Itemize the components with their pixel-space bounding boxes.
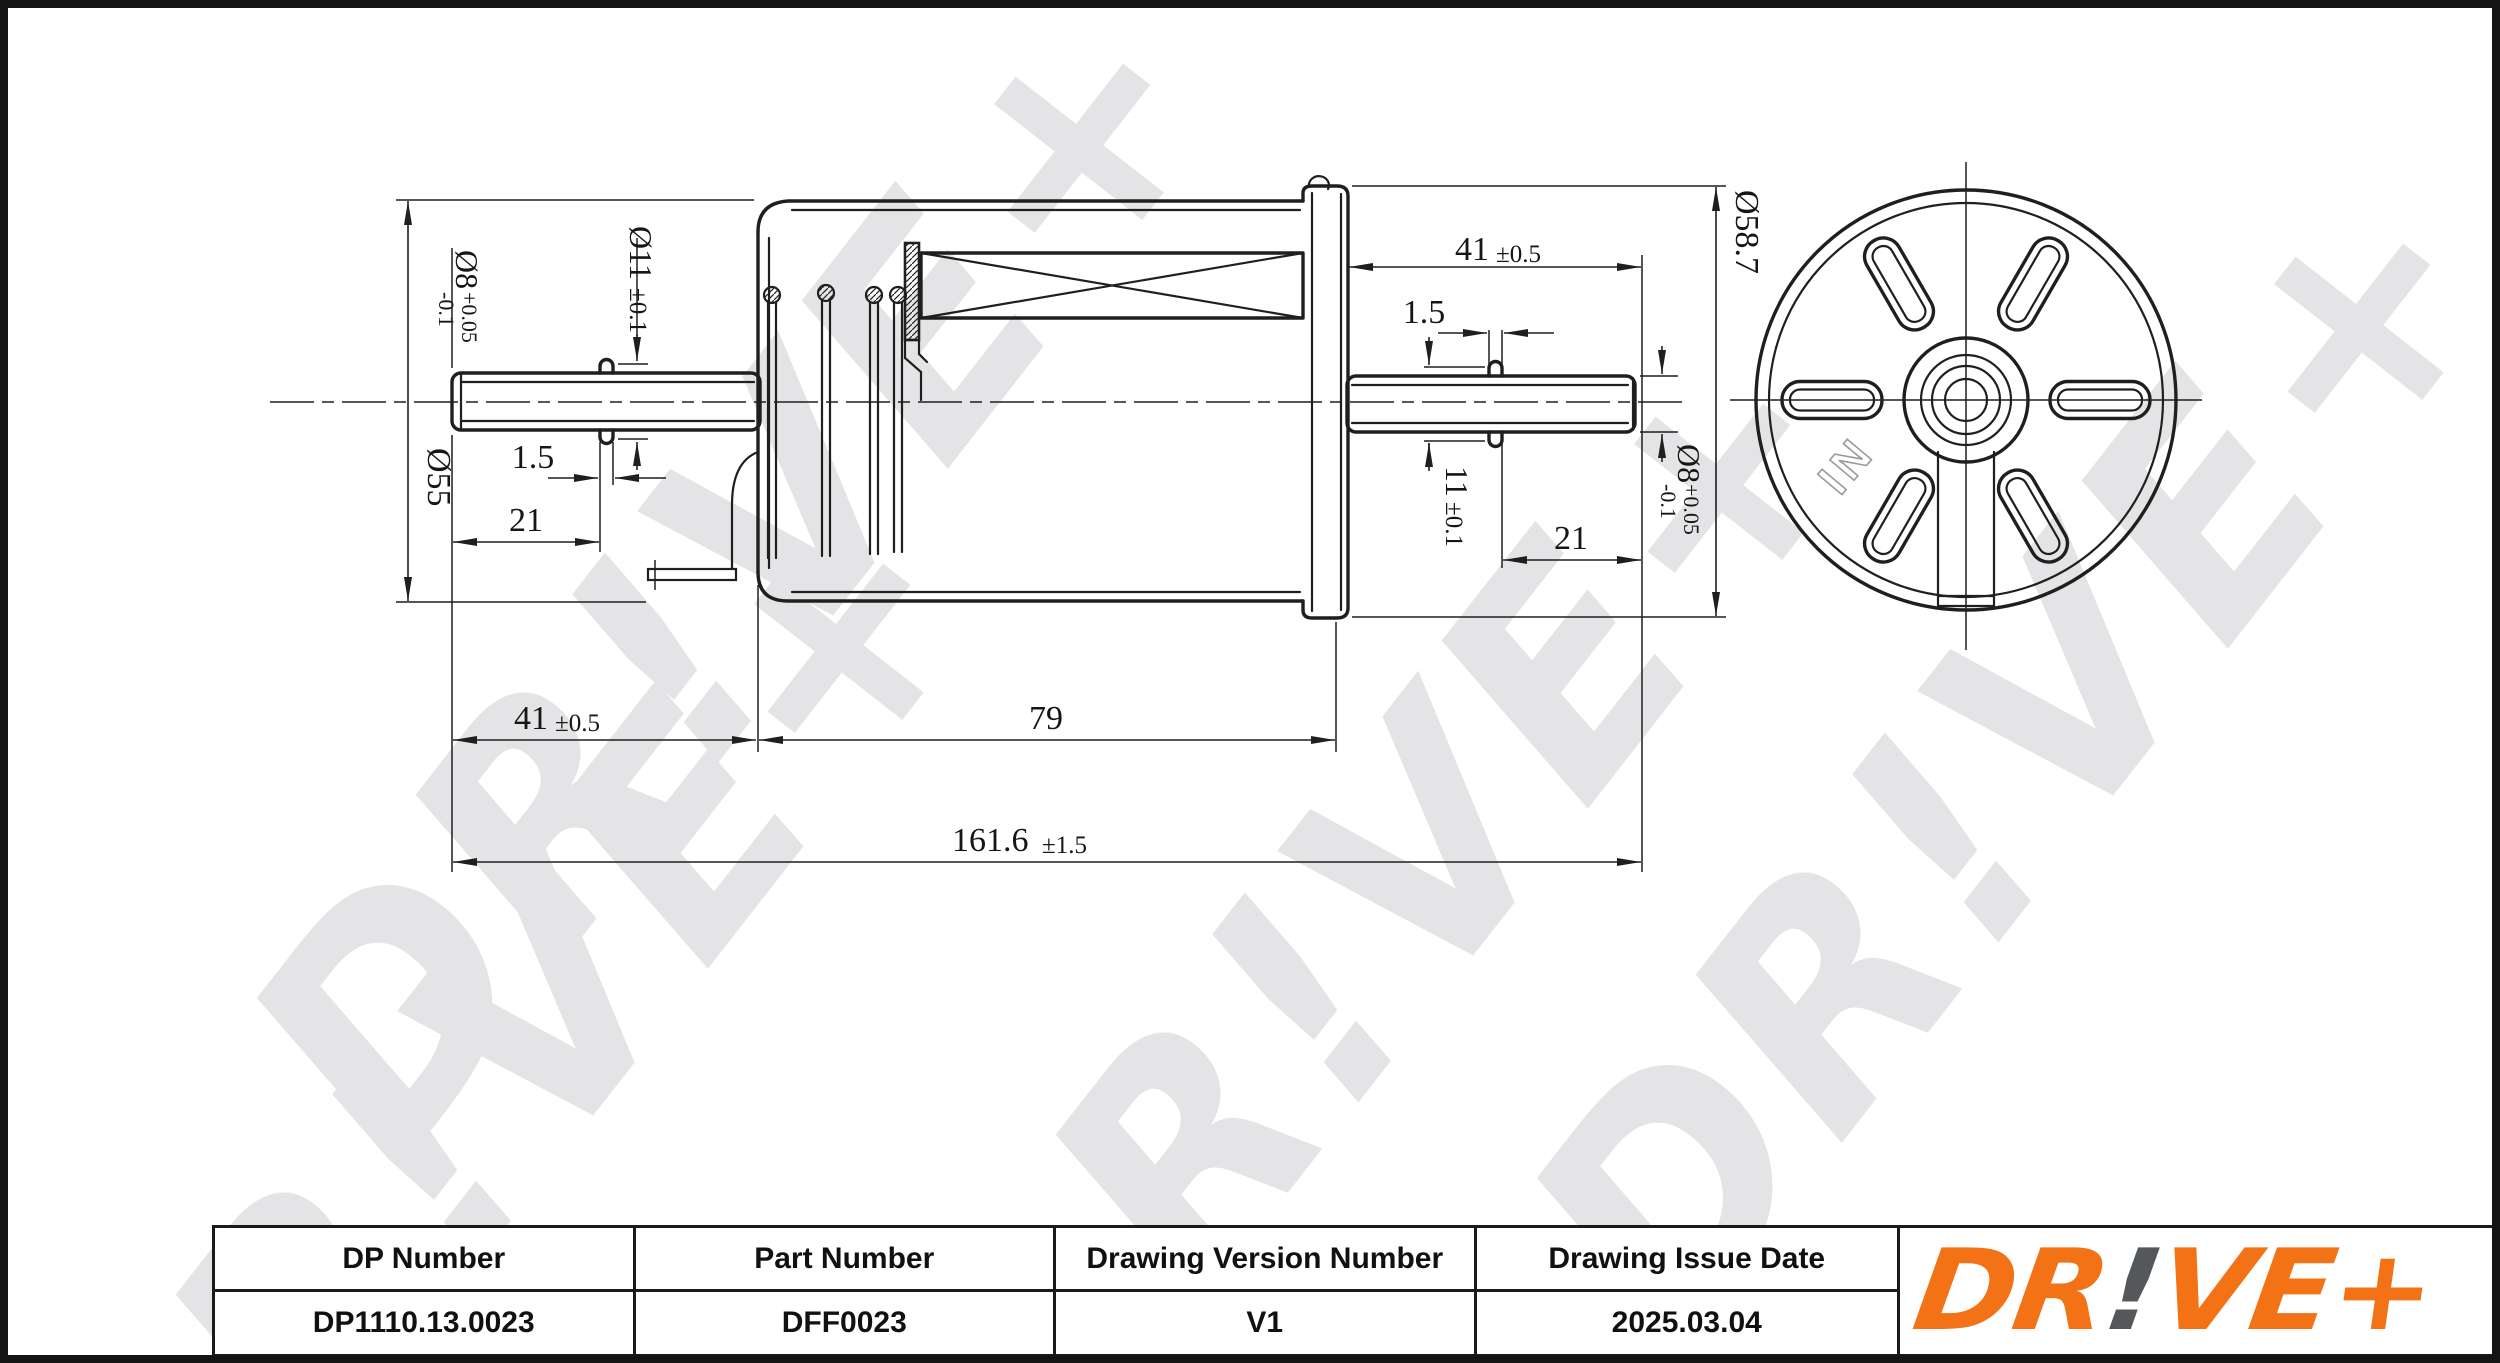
dim-top-right-length: 41 ±0.5 (1349, 231, 1643, 872)
dim-label: 1.5 (1403, 294, 1446, 331)
dim-right-port-od: Ø8 +0.05 -0.1 (1640, 346, 1707, 535)
dim-label: 41 (1455, 231, 1489, 268)
filter-element (903, 241, 1305, 402)
dim-label: 1.5 (512, 439, 555, 476)
dim-right-collar-od: 11 ±0.1 (1424, 337, 1485, 547)
logo-part-ve: VE (2149, 1226, 2341, 1356)
dim-bottom-left-length: 41 ±0.5 (451, 552, 759, 872)
dim-left-collar-width: 1.5 (512, 439, 666, 485)
dim-left-port-od: Ø8 +0.05 -0.1 (434, 248, 485, 368)
dim-label: Ø58.7 (1728, 190, 1765, 274)
title-block-value-issue-date: 2025.03.04 (1476, 1292, 1897, 1354)
dim-tolerance-upper: +0.05 (1679, 484, 1704, 535)
title-block-value-dp-number: DP1110.13.0023 (215, 1292, 636, 1354)
dim-label: 21 (509, 502, 543, 539)
dimensions: Ø8 +0.05 -0.1 Ø11 ±0.1 (396, 185, 1765, 872)
inlet-tube (450, 357, 762, 446)
dim-label: 79 (1029, 700, 1063, 737)
internal-ribs (762, 283, 908, 560)
title-block-value-drawing-version: V1 (1056, 1292, 1477, 1354)
dim-label: 41 (514, 700, 548, 737)
title-block-value-part-number: DFF0023 (635, 1292, 1056, 1354)
dim-tolerance: ±0.1 (624, 288, 651, 333)
title-block-table: DP Number Part Number Drawing Version Nu… (212, 1225, 1900, 1357)
dim-tolerance: ±1.5 (1042, 832, 1087, 859)
dim-tolerance: ±0.1 (1440, 502, 1467, 547)
title-block-header-drawing-version: Drawing Version Number (1056, 1228, 1477, 1292)
dim-label: Ø11 (623, 226, 659, 280)
end-cap (1301, 175, 1350, 620)
dim-label: 11 (1439, 466, 1475, 497)
dim-left-collar-od: Ø11 ±0.1 (618, 226, 659, 470)
inlet-flow-label: IN (1808, 426, 1885, 504)
canister-shell (646, 199, 1305, 603)
dim-tolerance-lower: -0.1 (1656, 484, 1681, 519)
dim-end-cap-od: Ø58.7 (1352, 185, 1765, 618)
brand-logo: DR!VE+ (1900, 1228, 2441, 1354)
radial-slots (1780, 236, 2152, 564)
brand-logo-cell: DR!VE+ (1900, 1225, 2492, 1357)
dim-overall-length: 161.6 ±1.5 (453, 822, 1641, 866)
dim-tolerance-lower: -0.1 (434, 292, 459, 327)
dim-body-od: Ø55 (396, 199, 754, 603)
title-block-header-issue-date: Drawing Issue Date (1476, 1228, 1897, 1292)
dim-label: Ø55 (420, 448, 457, 507)
title-block-header-part-number: Part Number (635, 1228, 1056, 1292)
dim-tolerance-upper: +0.05 (457, 292, 482, 343)
dim-tolerance: ±0.5 (1496, 241, 1541, 268)
logo-part-dr: DR (1906, 1226, 2116, 1356)
side-view (270, 175, 1690, 620)
dim-left-port-length: 21 (451, 435, 601, 552)
center-hub (1902, 336, 2030, 608)
title-block-header-dp-number: DP Number (215, 1228, 636, 1292)
dim-body-length: 79 (759, 622, 1337, 752)
dim-label: Ø8 (449, 250, 485, 289)
outlet-tube (1345, 359, 1637, 449)
logo-plus: + (2322, 1226, 2441, 1356)
dim-label: 161.6 (952, 822, 1029, 859)
dim-right-port-length: 21 (1501, 442, 1641, 568)
dim-right-collar-width: 1.5 (1403, 294, 1554, 366)
dim-label: 21 (1554, 520, 1588, 557)
front-view: IN (1730, 162, 2202, 650)
dim-label: Ø8 (1671, 444, 1707, 483)
dim-tolerance: ±0.5 (555, 710, 600, 737)
